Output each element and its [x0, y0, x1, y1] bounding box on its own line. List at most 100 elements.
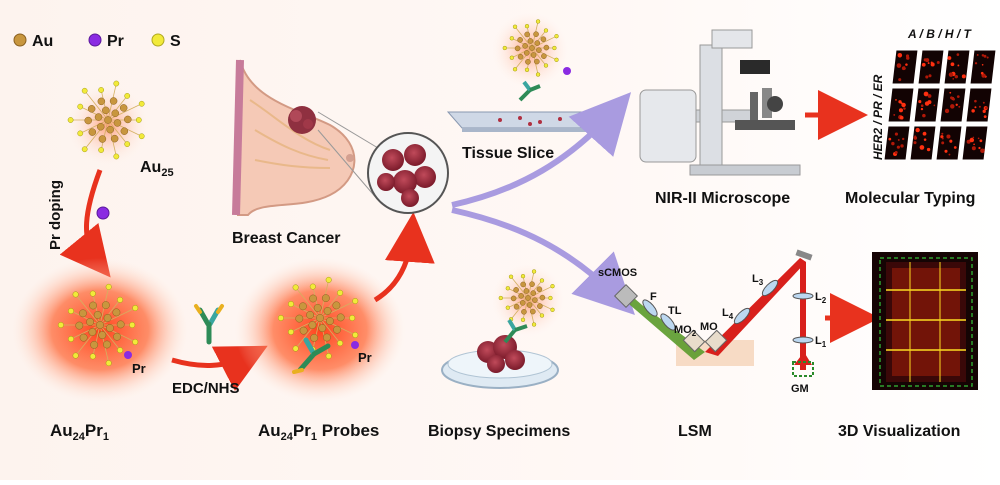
s-atom	[352, 298, 359, 305]
au-atom	[88, 328, 97, 336]
au-atom	[321, 294, 330, 303]
s-atom	[105, 283, 112, 290]
s-atom	[554, 57, 559, 62]
typing-tile	[917, 49, 945, 85]
au-atom	[88, 128, 97, 136]
au-atom	[518, 293, 524, 299]
tissue-slice-label: Tissue Slice	[462, 145, 554, 162]
objective-mo2	[682, 329, 706, 353]
s-atom	[548, 295, 553, 301]
au-atom	[332, 301, 341, 310]
au-atom	[84, 116, 92, 125]
au-atom	[536, 286, 543, 293]
au-atom	[529, 45, 535, 51]
au-atom	[112, 308, 121, 317]
typing-tile	[961, 125, 989, 161]
s-atom	[138, 100, 145, 107]
s-atom	[554, 34, 559, 39]
s-atom	[124, 93, 131, 99]
s-atom	[113, 153, 120, 160]
s-atom	[105, 360, 112, 367]
au24pr1-pr-atom	[124, 351, 132, 359]
au-atom	[534, 58, 540, 65]
au-atom	[113, 332, 122, 341]
s-atom	[337, 289, 344, 296]
s-atom	[124, 141, 131, 147]
s-atom	[512, 67, 518, 72]
microscope-column	[699, 44, 723, 166]
au-atom	[97, 97, 106, 106]
s-atom	[550, 307, 555, 312]
s-atom	[349, 314, 356, 322]
au-atom	[513, 287, 519, 293]
typing-tile	[887, 87, 915, 123]
au-atom	[316, 314, 324, 322]
typing-tile	[965, 87, 993, 123]
antibody-icon	[194, 304, 224, 345]
scmos-label: sCMOS	[598, 267, 637, 279]
au-atom	[530, 308, 536, 315]
typing-tile	[909, 125, 937, 161]
atom-legend: Au Pr S	[13, 33, 181, 50]
molecular-typing-grid	[883, 49, 997, 161]
probe-pr-label: Pr	[358, 350, 372, 365]
s-atom	[67, 335, 74, 342]
zoom-line-bottom	[317, 129, 379, 201]
galvo-mirror	[792, 361, 814, 377]
microscope-stage	[735, 120, 795, 130]
s-atom	[337, 340, 344, 347]
au-atom	[102, 106, 110, 115]
microscope-lamp-housing	[639, 89, 697, 163]
au-atom	[529, 281, 535, 287]
au-atom	[517, 37, 523, 43]
au25-label: Au25	[140, 159, 174, 179]
filter-label: F	[650, 291, 657, 303]
au-atom	[94, 113, 103, 121]
au-atom	[537, 303, 543, 309]
au-atom	[93, 310, 102, 319]
s-atom	[539, 278, 545, 283]
s-atom	[77, 103, 84, 110]
au-atom	[309, 294, 317, 303]
au-atom	[96, 122, 105, 131]
typing-tile	[883, 125, 911, 161]
s-atom	[535, 19, 541, 24]
s-atom	[113, 80, 120, 87]
s-atom	[524, 23, 530, 29]
pr-doping-label: Pr doping	[47, 180, 64, 250]
au-atom	[530, 52, 537, 58]
au24pr1-glow	[12, 258, 188, 402]
s-atom	[550, 284, 555, 289]
s-atom	[498, 295, 503, 301]
au-atom	[325, 317, 334, 325]
probe-cluster: Pr	[235, 258, 405, 402]
tube-lens-label: TL	[668, 305, 682, 317]
s-atom	[520, 317, 526, 323]
s-atom	[132, 305, 139, 312]
typing-tile	[969, 49, 997, 85]
s-atom	[72, 291, 79, 298]
mo-label: MO	[700, 321, 718, 333]
tumor-cells	[377, 144, 436, 207]
au-atom	[90, 340, 99, 349]
au-atom	[513, 303, 520, 310]
arrow-to-microscope	[451, 92, 632, 208]
au-atom	[318, 324, 327, 333]
au-atom	[525, 59, 531, 65]
s-atom	[539, 313, 545, 318]
au-atom	[306, 311, 315, 319]
au-atom	[523, 288, 530, 294]
probe-cluster-atoms	[277, 276, 359, 360]
mirror	[795, 249, 813, 261]
au25-cluster	[67, 80, 148, 165]
au-atom	[295, 314, 304, 323]
l4-label: L4	[722, 307, 734, 321]
scmos-camera	[613, 283, 639, 309]
zoom-line-top	[317, 111, 379, 149]
biopsy-label: Biopsy Specimens	[428, 423, 570, 440]
au-atom	[78, 309, 87, 318]
au-atom	[299, 326, 308, 335]
microscope-base	[689, 164, 801, 176]
